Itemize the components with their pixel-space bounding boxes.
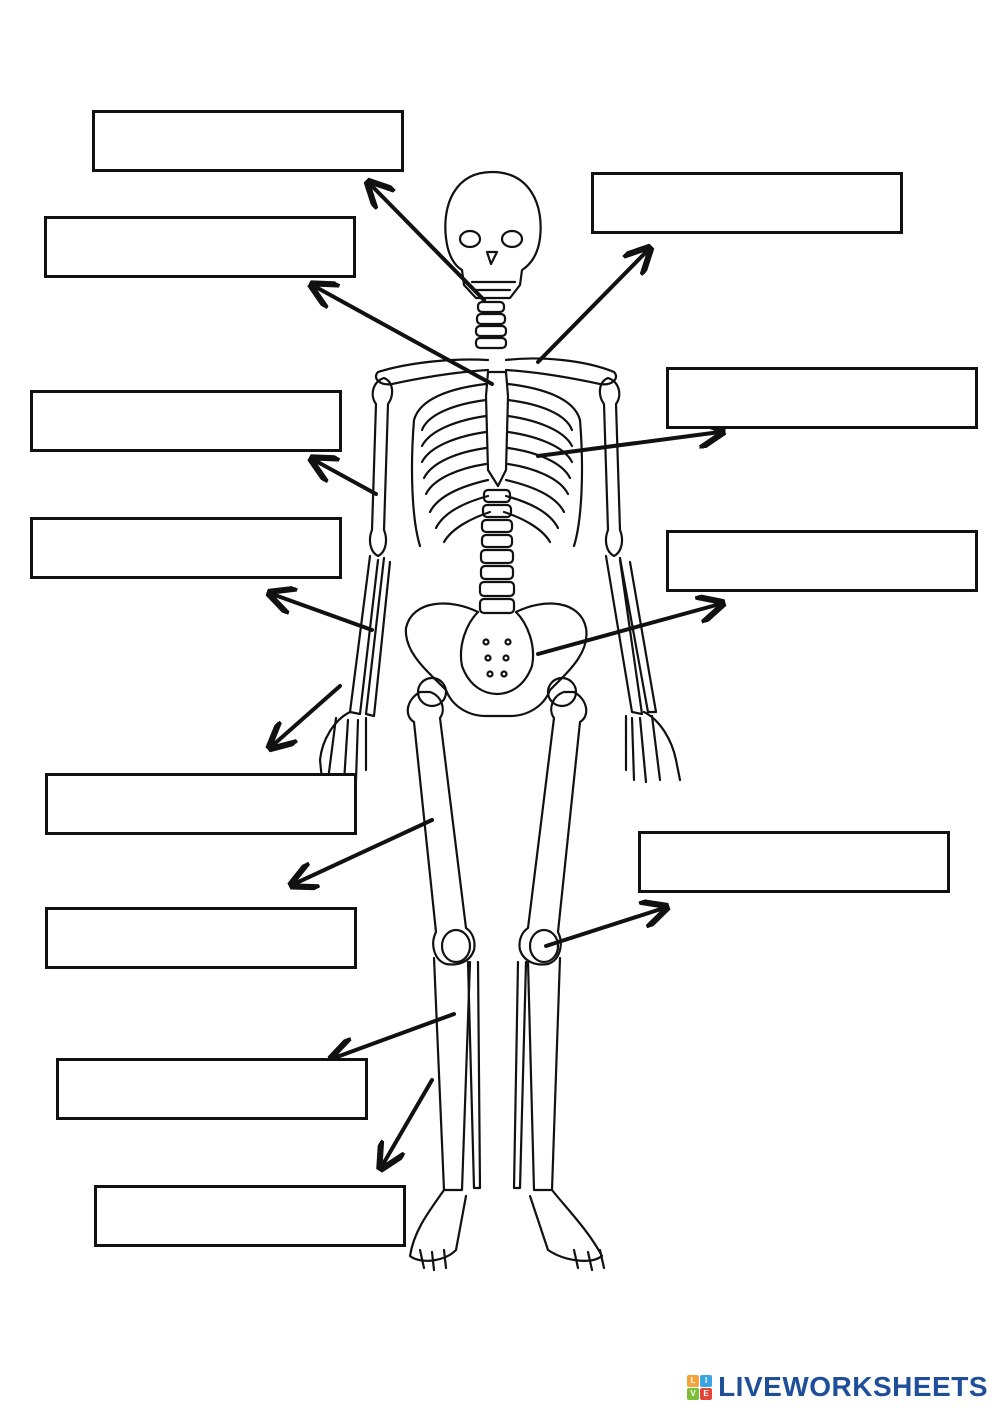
label-input-patella[interactable]: [641, 834, 947, 890]
liveworksheets-branding: L I V E LIVEWORKSHEETS: [687, 1371, 988, 1402]
label-box-clavicle[interactable]: [591, 172, 903, 234]
label-input-radius[interactable]: [33, 520, 339, 576]
skull: [444, 170, 542, 300]
arrow-humerus: [314, 460, 378, 496]
pelvis: [404, 602, 588, 718]
arrow-tibia: [334, 1012, 456, 1058]
logo-cell-i: I: [700, 1374, 713, 1387]
arrow-sternum: [314, 286, 494, 386]
label-box-pelvis[interactable]: [666, 530, 978, 592]
arrow-fibula: [382, 1078, 434, 1166]
label-input-humerus[interactable]: [33, 393, 339, 449]
clavicles: [374, 357, 618, 386]
label-input-skull[interactable]: [95, 113, 401, 169]
label-box-patella[interactable]: [638, 831, 950, 893]
pointer-arrows: [272, 184, 720, 1166]
label-box-sternum[interactable]: [44, 216, 356, 278]
label-input-femur[interactable]: [48, 910, 354, 966]
label-input-clavicle[interactable]: [594, 175, 900, 231]
logo-cell-e: E: [700, 1387, 713, 1400]
label-input-fibula[interactable]: [97, 1188, 403, 1244]
logo-cell-l: L: [687, 1374, 700, 1387]
cervical-vertebrae: [474, 300, 508, 350]
label-input-carpals[interactable]: [48, 776, 354, 832]
spine: [478, 488, 516, 615]
label-box-ribs[interactable]: [666, 367, 978, 429]
label-box-radius[interactable]: [30, 517, 342, 579]
left-arm: [318, 376, 394, 784]
label-box-humerus[interactable]: [30, 390, 342, 452]
brand-name: LIVEWORKSHEETS: [718, 1371, 988, 1402]
arrow-radius: [272, 594, 374, 632]
label-input-pelvis[interactable]: [669, 533, 975, 589]
label-box-carpals[interactable]: [45, 773, 357, 835]
left-leg: [406, 690, 482, 1272]
arrow-pelvis: [536, 604, 720, 656]
arrow-carpals: [272, 684, 342, 746]
right-arm: [598, 376, 682, 784]
label-input-sternum[interactable]: [47, 219, 353, 275]
sternum: [484, 370, 510, 488]
arrow-skull: [370, 184, 486, 302]
label-box-femur[interactable]: [45, 907, 357, 969]
label-input-tibia[interactable]: [59, 1061, 365, 1117]
arrow-clavicle: [536, 250, 648, 364]
label-input-ribs[interactable]: [669, 370, 975, 426]
rib-cage: [410, 382, 584, 548]
label-box-fibula[interactable]: [94, 1185, 406, 1247]
right-leg: [512, 690, 606, 1272]
arrow-patella: [544, 908, 664, 948]
arrow-femur: [294, 818, 434, 884]
label-box-tibia[interactable]: [56, 1058, 368, 1120]
liveworksheets-logo-icon: L I V E: [687, 1374, 713, 1400]
arrow-ribs: [536, 432, 720, 458]
label-box-skull[interactable]: [92, 110, 404, 172]
logo-cell-v: V: [687, 1387, 700, 1400]
